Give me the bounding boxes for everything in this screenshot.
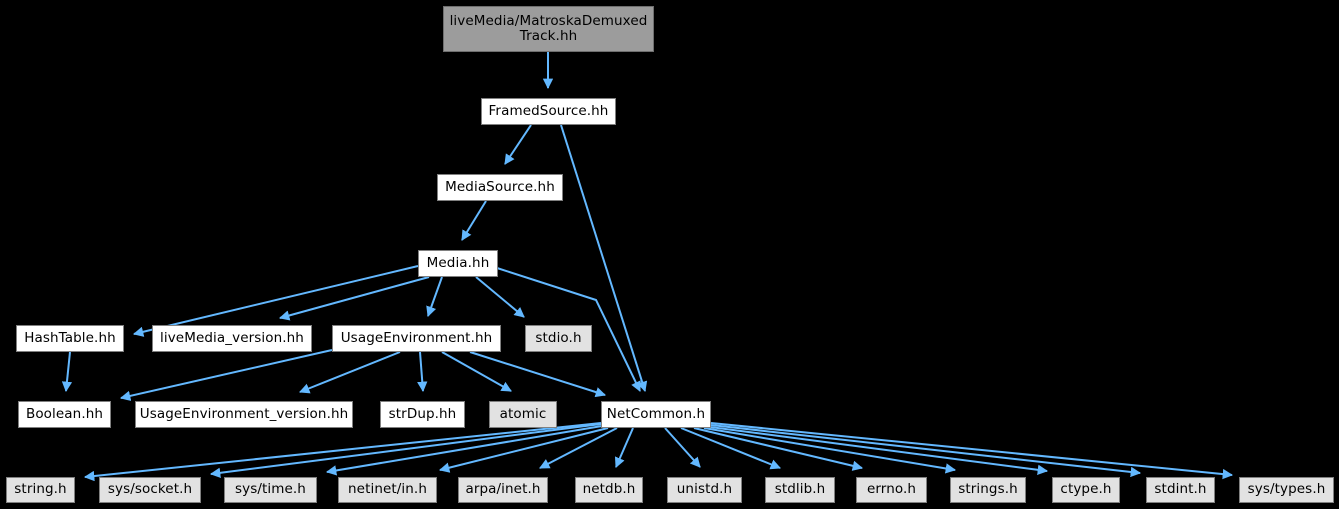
- graph-node-strdup[interactable]: strDup.hh: [380, 401, 465, 428]
- graph-node-arpainet[interactable]: arpa/inet.h: [458, 477, 548, 503]
- graph-node-netcommon[interactable]: NetCommon.h: [601, 401, 711, 428]
- graph-node-usageenvironment[interactable]: UsageEnvironment.hh: [332, 325, 501, 352]
- edge-media-to-stdio: [475, 276, 525, 318]
- edge-usageenvironment-to-netcommon: [469, 351, 606, 398]
- edge-netcommon-to-errno: [693, 427, 864, 471]
- graph-node-netdb[interactable]: netdb.h: [575, 477, 643, 503]
- edge-netcommon-to-strings: [703, 427, 957, 474]
- graph-node-unistd[interactable]: unistd.h: [667, 477, 742, 503]
- graph-node-stdio[interactable]: stdio.h: [525, 325, 592, 352]
- edge-netcommon-to-netinetin: [438, 427, 609, 473]
- edge-netcommon-to-stdlib: [680, 427, 781, 470]
- edge-usageenvironment-to-ueversion: [299, 351, 401, 394]
- edge-netcommon-to-stdint: [710, 424, 1142, 478]
- edge-usageenvironment-to-boolean: [119, 349, 333, 401]
- graph-node-netinetin[interactable]: netinet/in.h: [338, 477, 437, 503]
- graph-node-root: liveMedia/MatroskaDemuxed Track.hh: [443, 6, 654, 52]
- graph-node-systime[interactable]: sys/time.h: [224, 477, 317, 503]
- edge-group: [61, 52, 1234, 482]
- edge-netcommon-to-arpainet: [539, 427, 618, 469]
- graph-node-boolean[interactable]: Boolean.hh: [18, 401, 111, 428]
- graph-node-ctype[interactable]: ctype.h: [1052, 477, 1120, 503]
- graph-node-framedsource[interactable]: FramedSource.hh: [481, 98, 616, 125]
- graph-node-errno[interactable]: errno.h: [856, 477, 927, 503]
- graph-node-stdlib[interactable]: stdlib.h: [765, 477, 835, 503]
- edge-media-to-netcommon: [496, 267, 641, 392]
- graph-node-strings[interactable]: strings.h: [950, 477, 1026, 503]
- edge-netcommon-to-unistd: [664, 427, 701, 468]
- graph-node-stdint[interactable]: stdint.h: [1146, 477, 1215, 503]
- edge-framedsource-to-mediasource: [504, 124, 532, 165]
- graph-node-media[interactable]: Media.hh: [418, 250, 498, 277]
- edge-media-to-hashtable: [132, 265, 419, 337]
- graph-node-stringh[interactable]: string.h: [6, 477, 75, 503]
- graph-node-systypes[interactable]: sys/types.h: [1239, 477, 1334, 503]
- edge-media-to-usageenvironment: [426, 276, 443, 317]
- graph-node-livemediaversion[interactable]: liveMedia_version.hh: [152, 325, 312, 352]
- graph-node-mediasource[interactable]: MediaSource.hh: [437, 174, 563, 201]
- edge-framedsource-to-netcommon: [560, 124, 648, 392]
- edge-netcommon-to-ctype: [709, 426, 1049, 475]
- graph-node-atomic[interactable]: atomic: [489, 401, 557, 428]
- graph-node-hashtable[interactable]: HashTable.hh: [16, 325, 124, 352]
- graph-node-ueversion[interactable]: UsageEnvironment_version.hh: [135, 401, 353, 428]
- edge-media-to-livemediaversion: [278, 276, 430, 321]
- edge-usageenvironment-to-atomic: [441, 351, 512, 392]
- edge-netcommon-to-systime: [325, 425, 603, 476]
- edge-hashtable-to-boolean: [61, 351, 73, 393]
- graph-node-syssocket[interactable]: sys/socket.h: [99, 477, 201, 503]
- edge-usageenvironment-to-strdup: [417, 351, 428, 393]
- edge-netcommon-to-syssocket: [209, 423, 602, 478]
- edge-netcommon-to-systypes: [710, 422, 1234, 480]
- edge-mediasource-to-media: [461, 200, 487, 241]
- edge-netcommon-to-netdb: [614, 427, 634, 468]
- edge-netcommon-to-stringh: [83, 422, 602, 482]
